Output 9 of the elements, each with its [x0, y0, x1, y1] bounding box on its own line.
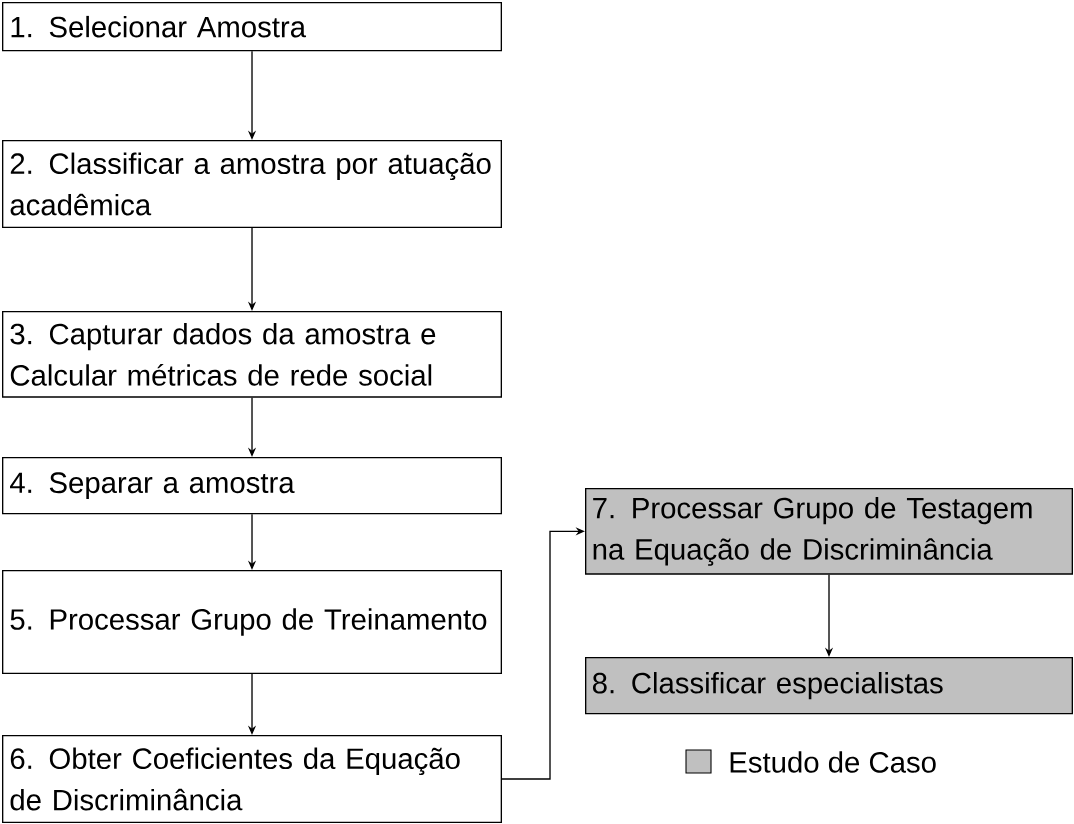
process-box: 1. Selecionar Amostra: [2, 2, 502, 52]
process-box: 8. Classificar especialistas: [585, 657, 1073, 715]
process-box: 7. Processar Grupo de Testagem na Equação de Discriminância: [585, 488, 1073, 575]
process-box: 6. Obter Coeficientes da Equação de Discriminância: [2, 735, 502, 823]
legend-label: Estudo de Caso: [730, 751, 936, 773]
process-box: 3. Capturar dados da amostra e Calcular métricas de rede social: [2, 311, 502, 398]
process-box: 4. Separar a amostra: [2, 457, 502, 515]
process-box: 5. Processar Grupo de Treinamento: [2, 570, 502, 674]
process-box: 2. Classificar a amostra por atuação acadêmica: [2, 140, 502, 228]
